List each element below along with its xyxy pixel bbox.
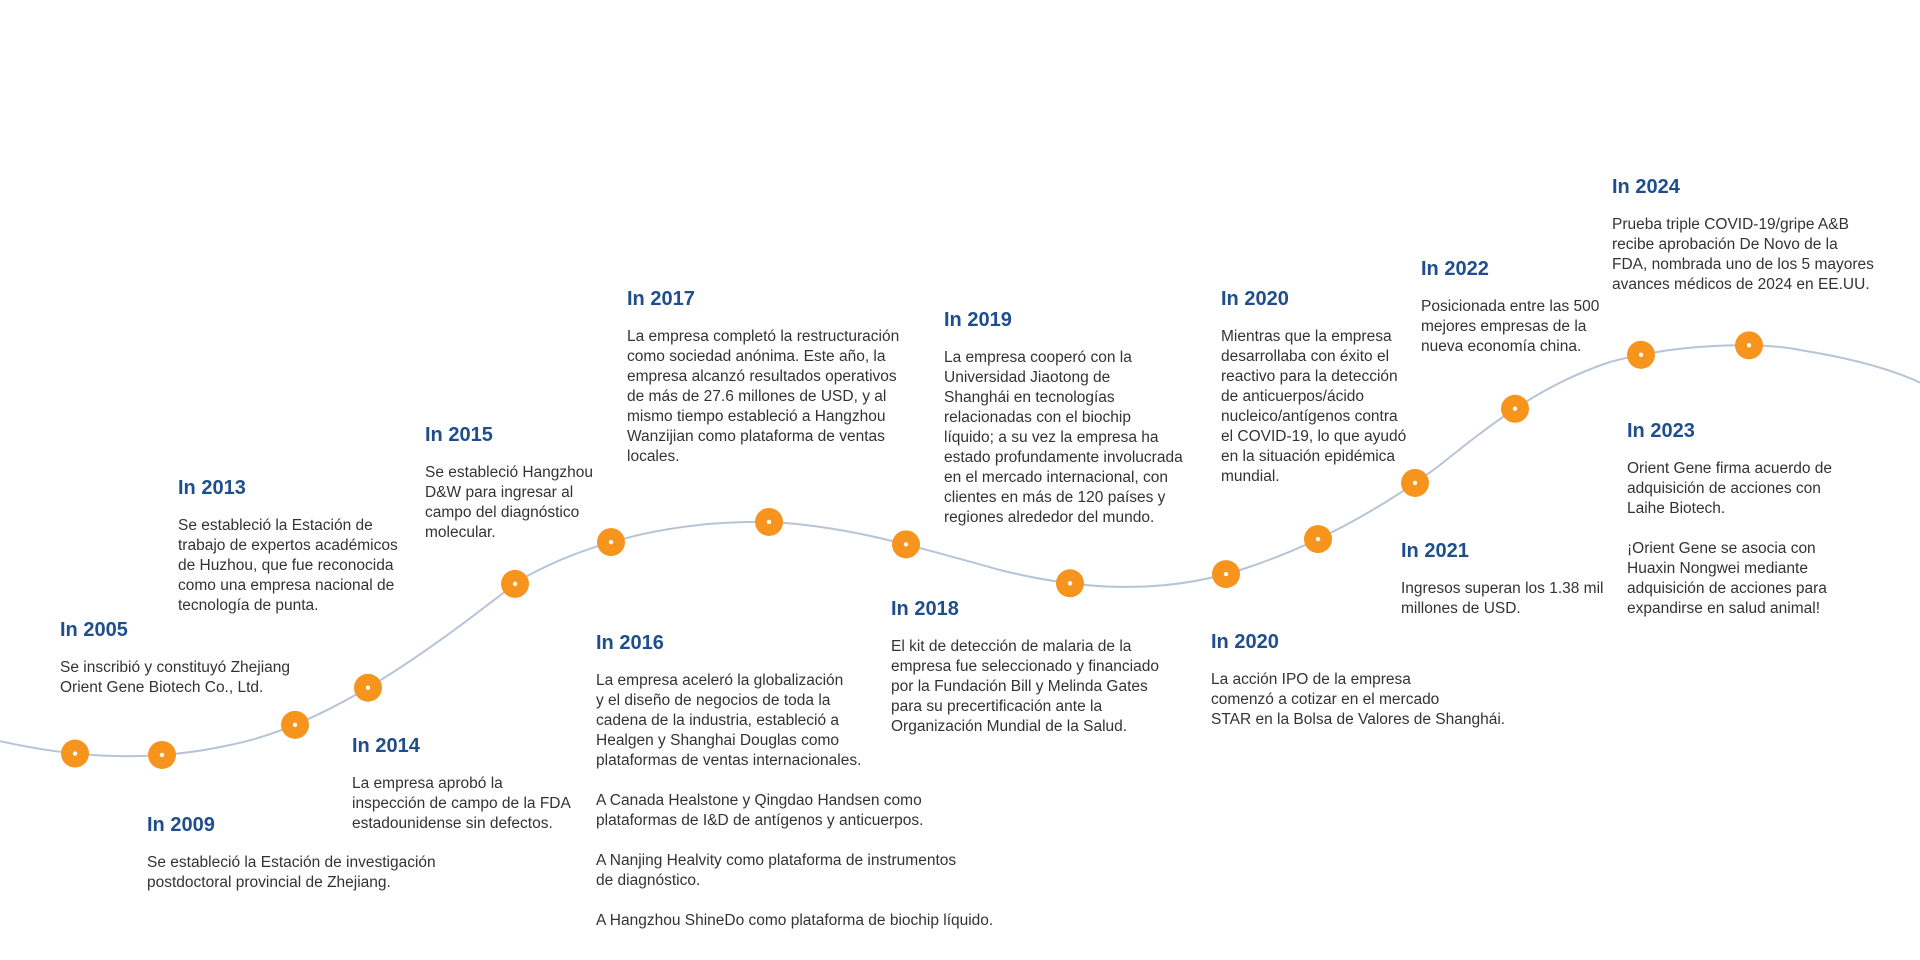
- timeline-marker: [755, 507, 783, 536]
- event-2021: In 2021 Ingresos superan los 1.38 mil mi…: [1401, 539, 1603, 619]
- event-description: Mientras que la empresa desarrollaba con…: [1221, 328, 1407, 485]
- event-2020-covid: In 2020 Mientras que la empresa desarrol…: [1221, 287, 1406, 487]
- event-description: Ingresos superan los 1.38 mil millones d…: [1401, 580, 1604, 617]
- event-year: In 2009: [147, 814, 215, 836]
- timeline-marker: [354, 673, 382, 702]
- timeline-marker: [501, 569, 529, 598]
- event-2019: In 2019 La empresa cooperó con la Univer…: [944, 308, 1183, 528]
- event-2014: In 2014 La empresa aprobó la inspección …: [352, 734, 571, 834]
- event-2022: In 2022 Posicionada entre las 500 mejore…: [1421, 257, 1599, 357]
- event-description: Se inscribió y constituyó Zhejiang Orien…: [60, 659, 291, 696]
- timeline-markers: [61, 331, 1763, 769]
- event-year: In 2013: [178, 477, 246, 499]
- timeline-marker-center: [766, 519, 772, 525]
- timeline-marker: [148, 740, 176, 769]
- event-2018: In 2018 El kit de detección de malaria d…: [891, 597, 1159, 737]
- event-description: La empresa completó la restructuración c…: [627, 328, 900, 465]
- event-2017: In 2017 La empresa completó la restructu…: [627, 287, 899, 467]
- timeline-marker-center: [608, 539, 614, 545]
- event-year: In 2018: [891, 598, 959, 620]
- event-description: Se estableció la Estación de trabajo de …: [178, 517, 398, 614]
- event-description: El kit de detección de malaria de la emp…: [891, 638, 1159, 735]
- event-year: In 2020: [1221, 288, 1289, 310]
- event-year: In 2020: [1211, 631, 1279, 653]
- event-description: Se estableció Hangzhou D&W para ingresar…: [425, 464, 594, 541]
- timeline-marker: [1735, 331, 1763, 360]
- timeline-marker: [281, 710, 309, 739]
- event-description: La empresa cooperó con la Universidad Ji…: [944, 349, 1183, 526]
- timeline-marker-center: [1412, 480, 1418, 486]
- event-description: Se estableció la Estación de investigaci…: [147, 854, 436, 891]
- event-year: In 2014: [352, 735, 420, 757]
- event-year: In 2016: [596, 632, 664, 654]
- timeline-marker-center: [1223, 571, 1229, 577]
- event-year: In 2015: [425, 424, 493, 446]
- event-year: In 2023: [1627, 420, 1695, 442]
- timeline-marker-center: [365, 685, 371, 690]
- timeline-marker-center: [512, 581, 518, 587]
- event-2013: In 2013 Se estableció la Estación de tra…: [178, 476, 398, 616]
- event-2009: In 2009 Se estableció la Estación de inv…: [147, 813, 436, 893]
- timeline-marker-center: [1315, 536, 1321, 542]
- timeline-marker-center: [1512, 406, 1518, 411]
- event-year: In 2019: [944, 309, 1012, 331]
- timeline-marker-center: [292, 722, 298, 728]
- timeline-marker-center: [903, 542, 909, 547]
- event-description: La empresa aprobó la inspección de campo…: [352, 775, 571, 832]
- event-year: In 2021: [1401, 540, 1469, 562]
- event-2023: In 2023 Orient Gene firma acuerdo de adq…: [1627, 419, 1832, 619]
- timeline-marker: [1212, 560, 1240, 589]
- event-description: Prueba triple COVID-19/gripe A&B recibe …: [1612, 216, 1874, 293]
- timeline-marker: [61, 739, 89, 768]
- timeline-marker-center: [1638, 352, 1644, 358]
- timeline-marker: [1627, 340, 1655, 369]
- event-description: La acción IPO de la empresa comenzó a co…: [1211, 671, 1506, 728]
- timeline-marker-center: [1746, 343, 1752, 348]
- timeline-marker: [1501, 394, 1529, 423]
- timeline-marker: [1401, 468, 1429, 497]
- timeline-marker-center: [1067, 581, 1073, 586]
- event-description: Orient Gene firma acuerdo de adquisición…: [1627, 460, 1833, 617]
- timeline-marker: [597, 528, 625, 557]
- timeline-marker-center: [72, 751, 78, 756]
- event-description: La empresa aceleró la globalización y el…: [596, 672, 994, 929]
- event-year: In 2017: [627, 288, 695, 310]
- timeline-marker: [1056, 569, 1084, 598]
- event-2015: In 2015 Se estableció Hangzhou D&W para …: [425, 423, 593, 543]
- event-description: Posicionada entre las 500 mejores empres…: [1421, 298, 1600, 355]
- timeline-marker: [1304, 525, 1332, 554]
- timeline-marker: [892, 530, 920, 559]
- timeline-marker-center: [159, 752, 165, 758]
- event-year: In 2005: [60, 619, 128, 641]
- event-2024: In 2024 Prueba triple COVID-19/gripe A&B…: [1612, 175, 1874, 295]
- event-year: In 2024: [1612, 176, 1680, 198]
- event-year: In 2022: [1421, 258, 1489, 280]
- event-2005: In 2005 Se inscribió y constituyó Zhejia…: [60, 618, 290, 698]
- event-2016: In 2016 La empresa aceleró la globalizac…: [596, 631, 993, 931]
- event-2020-ipo: In 2020 La acción IPO de la empresa come…: [1211, 630, 1505, 730]
